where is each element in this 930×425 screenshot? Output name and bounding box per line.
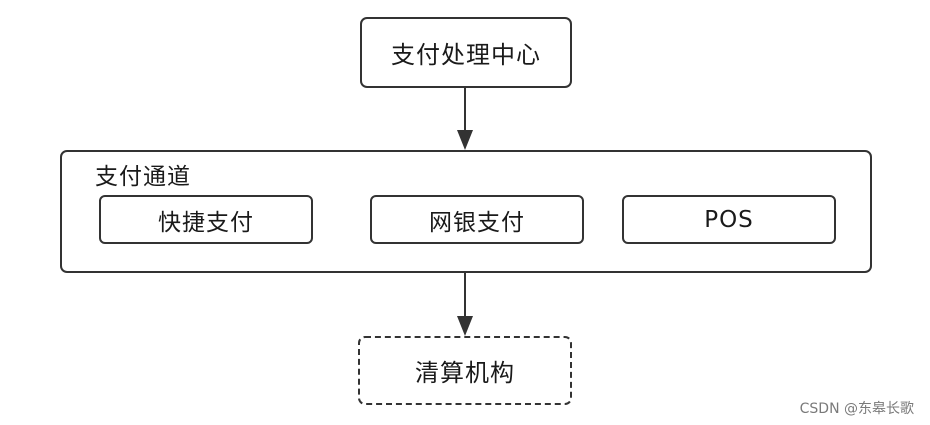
payment-channel-group-title: 支付通道 bbox=[95, 164, 191, 190]
channel-online-banking-label: 网银支付 bbox=[429, 209, 525, 236]
channel-online-banking-node: 网银支付 bbox=[370, 195, 584, 244]
payment-processing-center-node: 支付处理中心 bbox=[360, 17, 572, 88]
arrow-center-to-channels-head bbox=[457, 130, 473, 150]
watermark-text: CSDN @东皋长歌 bbox=[799, 401, 914, 417]
arrow-channels-to-clearing-head bbox=[457, 316, 473, 336]
payment-processing-center-label: 支付处理中心 bbox=[391, 41, 541, 69]
channel-quick-pay-node: 快捷支付 bbox=[99, 195, 313, 244]
channel-pos-node: POS bbox=[622, 195, 836, 244]
channel-pos-label: POS bbox=[704, 206, 754, 233]
clearing-institution-label: 清算机构 bbox=[415, 359, 515, 387]
channel-quick-pay-label: 快捷支付 bbox=[158, 209, 254, 236]
clearing-institution-node: 清算机构 bbox=[358, 336, 572, 405]
